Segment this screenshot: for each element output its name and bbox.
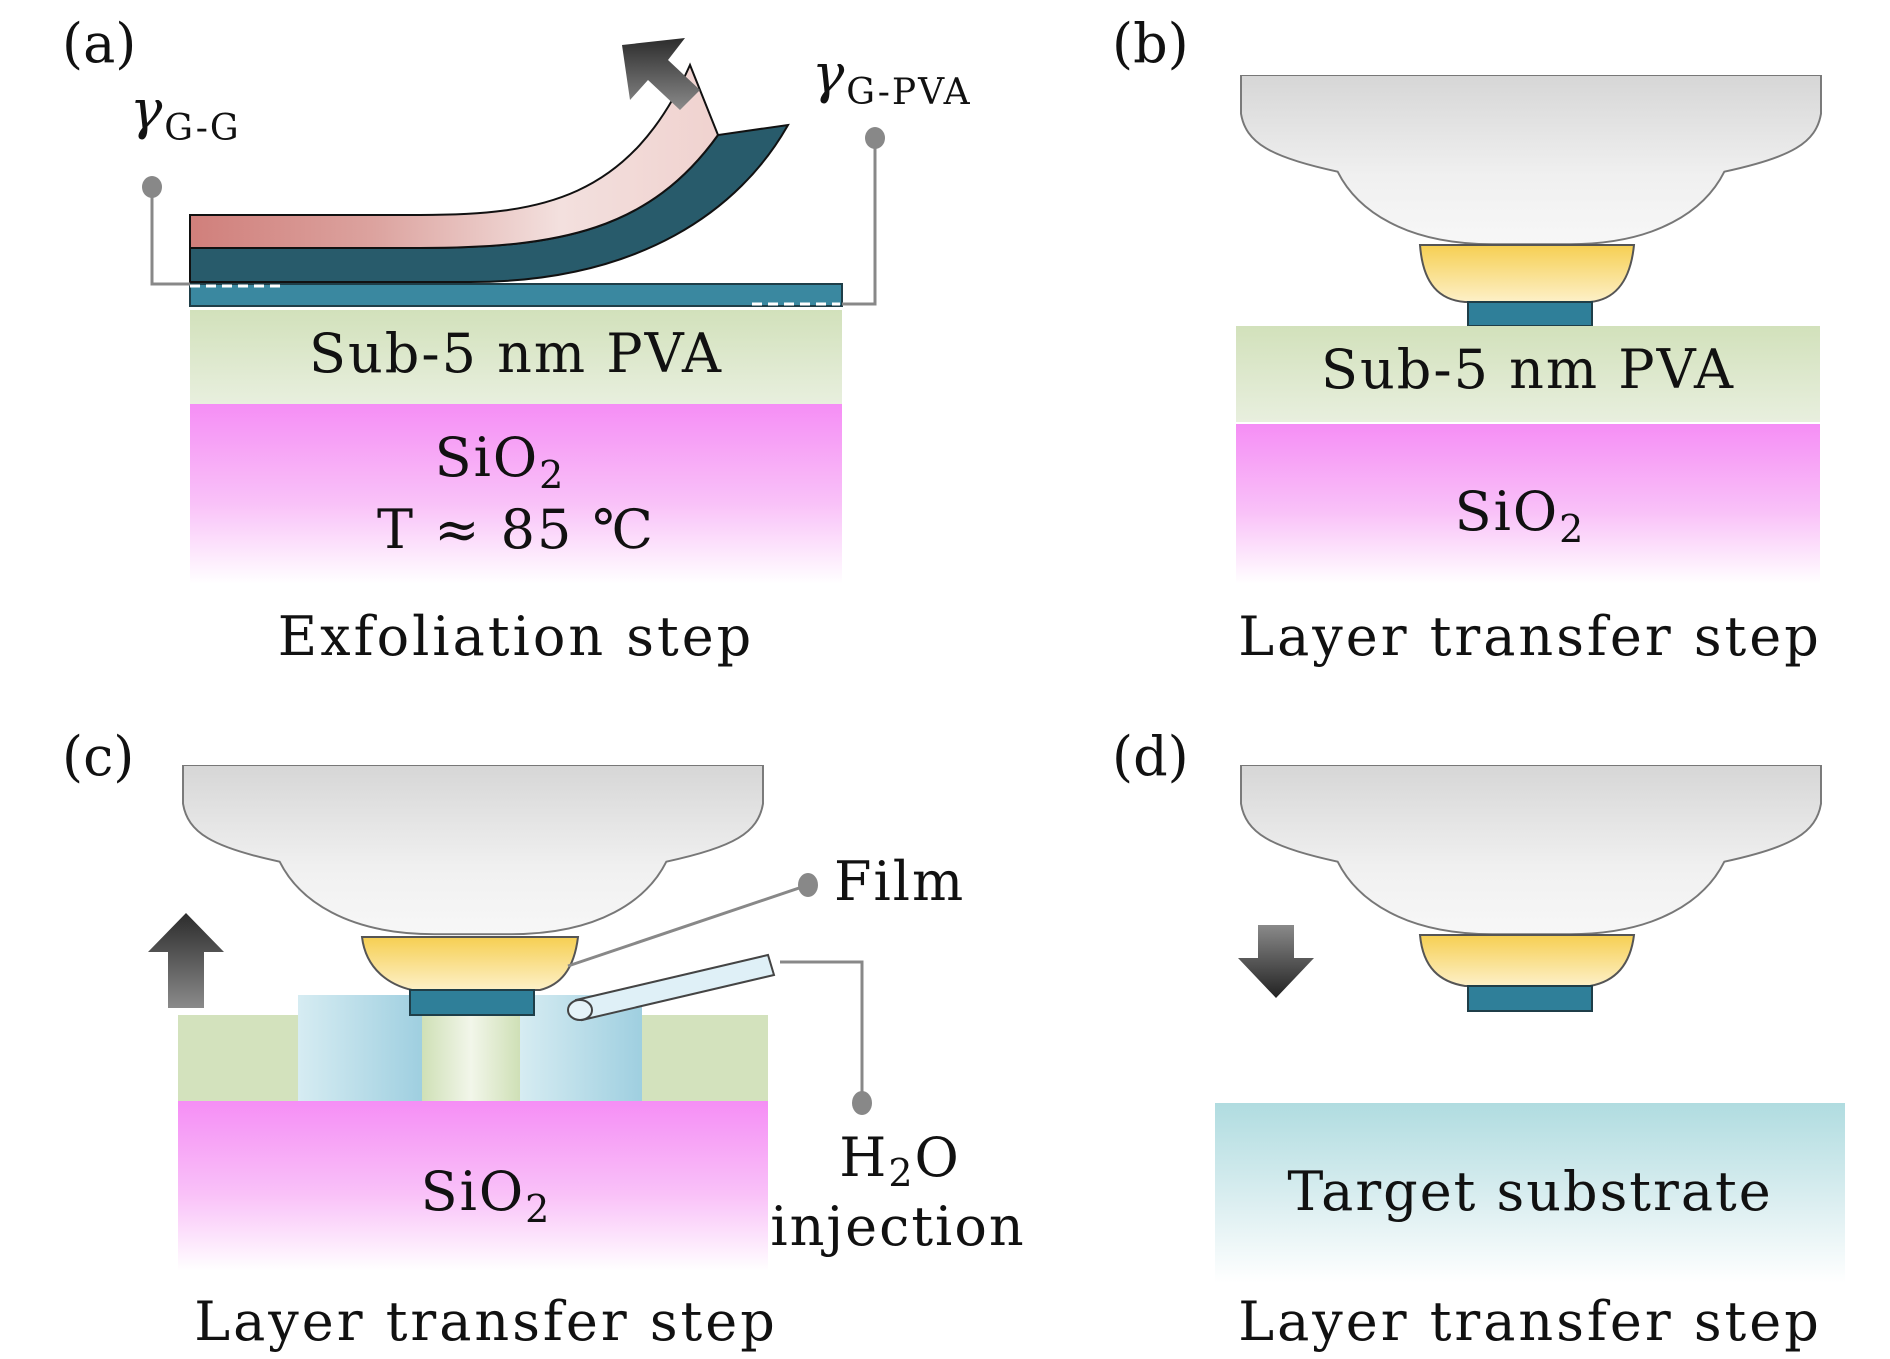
up-arrow-icon [148,913,224,1008]
sio2-substrate [190,404,842,584]
pva-label: Sub-5 nm PVA [309,322,723,385]
pva-column [422,1015,520,1101]
sio2-substrate [1236,424,1820,584]
film-leader-dot [798,873,818,897]
graphene-flake [1467,301,1593,327]
sio2-label: SiO2 [421,1160,552,1231]
gg-leader-dot [142,176,162,198]
gg-leader-line [150,187,190,286]
panel-label-d: (d) [1112,725,1189,788]
water-region-left [298,995,422,1101]
pdms-stamp [1240,765,1822,936]
pdms-stamp [1240,75,1822,246]
target-substrate-label: Target substrate [1287,1160,1772,1223]
sio2-label: SiO2 [435,426,566,497]
peeling-graphene-top [189,62,720,249]
down-arrow-icon [1238,925,1314,998]
graphene-flake [409,989,535,1016]
h2o-leader-dot [852,1091,872,1115]
injection-label: injection [770,1195,1025,1258]
panel-label-b: (b) [1112,12,1189,75]
gpva-leader-line [842,138,877,306]
bottom-graphene-layer [189,283,843,307]
sio2-label: SiO2 [1455,480,1586,551]
h2o-leader-line [780,960,864,1103]
h2o-label: H2O [839,1126,961,1195]
panel-a: (a) Sub-5 nm PVA SiO2 T ≈ 85 ℃ γG-G γG-P… [62,12,972,668]
pva-layer [1236,326,1820,422]
caption-b: Layer transfer step [1238,605,1822,668]
injection-needle [574,953,776,1022]
caption-c: Layer transfer step [194,1290,778,1353]
polymer-film [1418,244,1636,303]
polymer-film [1418,934,1636,987]
gamma-gpva-label: γG-PVA [812,42,972,113]
target-substrate [1215,1103,1845,1283]
graphene-flake [1467,985,1593,1012]
film-label: Film [834,850,965,913]
panel-label-c: (c) [62,725,134,788]
panel-d: (d) Target substrate Layer transfer step [1112,725,1845,1353]
caption-a: Exfoliation step [278,605,754,668]
pva-layer [190,310,842,404]
film-leader-line [567,883,809,968]
pva-label: Sub-5 nm PVA [1321,338,1735,401]
pdms-stamp [182,765,764,936]
panel-b: (b) Sub-5 nm PVA SiO2 Layer transfer ste… [1112,12,1822,668]
gpva-leader-dot [865,127,885,149]
gamma-gg-label: γG-G [130,78,241,149]
panel-label-a: (a) [62,12,136,75]
needle-tip [567,999,593,1021]
temperature-label: T ≈ 85 ℃ [377,498,655,561]
peel-arrow-icon [622,38,700,110]
polymer-film [360,936,580,991]
sio2-substrate [178,1101,768,1271]
panel-c: (c) SiO2 Film H2O injection Layer transf… [62,725,1025,1353]
caption-d: Layer transfer step [1238,1290,1822,1353]
